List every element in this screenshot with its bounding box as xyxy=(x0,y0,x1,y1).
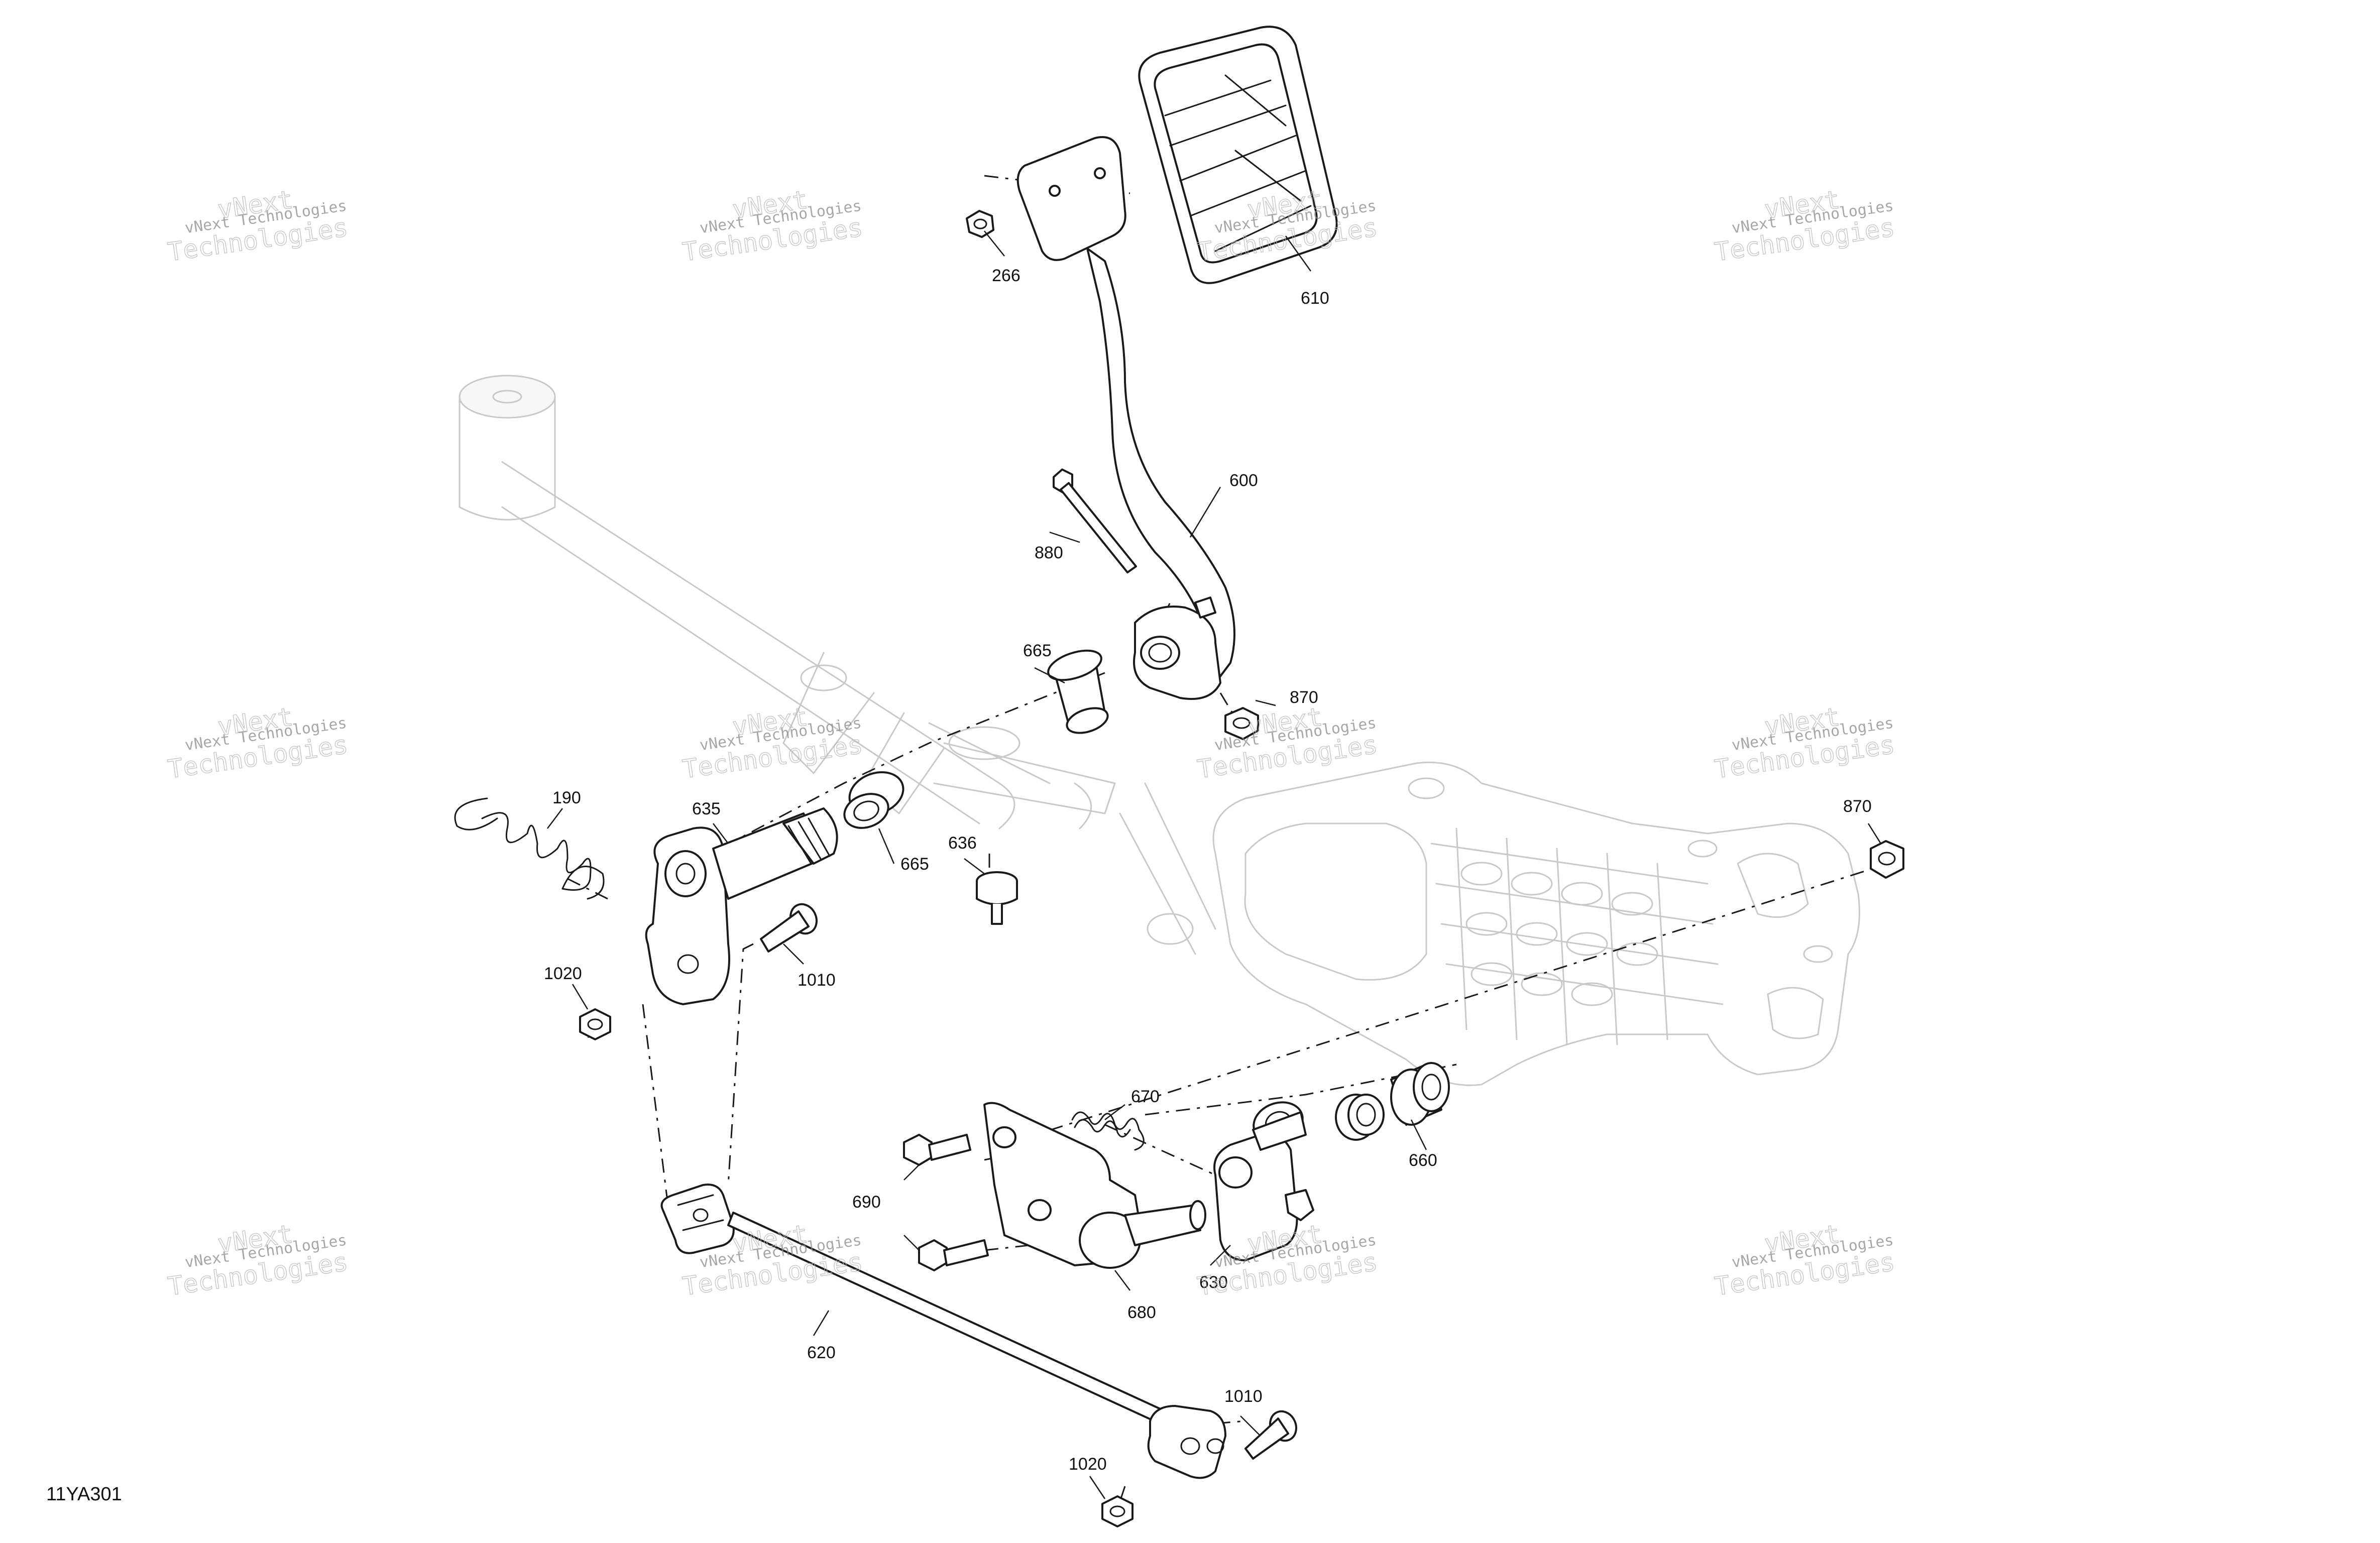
bolt-880 xyxy=(1053,468,1137,573)
callout-680: 680 xyxy=(1127,1303,1156,1322)
pin-636 xyxy=(976,871,1018,925)
leader-lines xyxy=(547,230,1882,1499)
callout-190: 190 xyxy=(552,788,581,807)
callout-1010-upper: 1010 xyxy=(798,971,836,990)
bushing-660-small xyxy=(1335,1094,1385,1141)
watermark-tile: vNext Technologies vNext Technologies xyxy=(681,185,865,268)
callout-1020-lower: 1020 xyxy=(1069,1455,1107,1474)
bushing-665-upper xyxy=(1047,649,1109,734)
callout-660: 660 xyxy=(1409,1151,1437,1170)
watermark-tile: vNext Technologies vNext Technologies xyxy=(1713,1219,1897,1302)
callout-266: 266 xyxy=(992,266,1021,285)
bolt-690-upper xyxy=(903,1134,971,1166)
pin-1010-upper xyxy=(760,903,818,953)
callout-665-lower: 665 xyxy=(900,855,929,874)
callout-630: 630 xyxy=(1199,1273,1228,1292)
callout-600: 600 xyxy=(1229,471,1258,490)
bolt-690-lower xyxy=(918,1239,989,1271)
pedal-pad-610 xyxy=(1138,26,1338,284)
callout-665-upper: 665 xyxy=(1023,641,1052,660)
bushing-665-lower xyxy=(843,771,904,829)
nut-870-upper xyxy=(1224,707,1259,740)
watermark-tile: vNext Technologies vNext Technologies xyxy=(166,1219,350,1302)
figure-reference-code: 11YA301 xyxy=(46,1484,122,1505)
lever-630 xyxy=(1213,1101,1314,1261)
callout-690: 690 xyxy=(852,1193,881,1212)
callout-670: 670 xyxy=(1131,1087,1160,1106)
callout-610: 610 xyxy=(1301,289,1329,308)
bracket-680 xyxy=(983,1102,1206,1269)
callout-636: 636 xyxy=(948,834,977,853)
watermark-tile: vNext Technologies vNext Technologies xyxy=(681,1219,865,1302)
callout-870-right: 870 xyxy=(1843,797,1872,816)
nut-1020-lower xyxy=(1101,1495,1134,1527)
callout-1010-lower: 1010 xyxy=(1224,1387,1263,1406)
shaft-635 xyxy=(645,807,838,1005)
nut-266 xyxy=(966,210,994,238)
callout-labels: 266 610 600 880 665 870 190 635 665 636 … xyxy=(544,266,1872,1474)
spring-670 xyxy=(1071,1111,1145,1151)
rod-620 xyxy=(660,1183,1226,1479)
watermark-tile: vNext Technologies vNext Technologies xyxy=(681,702,865,785)
nut-870-right xyxy=(1870,840,1904,879)
bushing-660-large xyxy=(1390,1062,1450,1126)
watermark-tile: vNext Technologies vNext Technologies xyxy=(1713,185,1897,268)
pedal-arm-600 xyxy=(1016,136,1235,700)
pin-1010-lower xyxy=(1244,1410,1297,1460)
callout-880: 880 xyxy=(1035,543,1063,562)
callout-635: 635 xyxy=(692,799,721,818)
watermark-tile: vNext Technologies vNext Technologies xyxy=(1195,702,1380,785)
callout-870-upper: 870 xyxy=(1290,688,1318,707)
spring-190 xyxy=(454,797,605,900)
watermark-tile: vNext Technologies vNext Technologies xyxy=(1713,702,1897,785)
ghost-frame-tube xyxy=(459,375,1216,955)
watermark-tile: vNext Technologies vNext Technologies xyxy=(166,702,350,785)
callout-1020-upper: 1020 xyxy=(544,964,582,983)
ghost-pedal-housing xyxy=(1212,761,1860,1086)
watermark-tile: vNext Technologies vNext Technologies xyxy=(166,185,350,268)
callout-620: 620 xyxy=(807,1343,836,1362)
nut-1020-upper xyxy=(579,1008,611,1040)
